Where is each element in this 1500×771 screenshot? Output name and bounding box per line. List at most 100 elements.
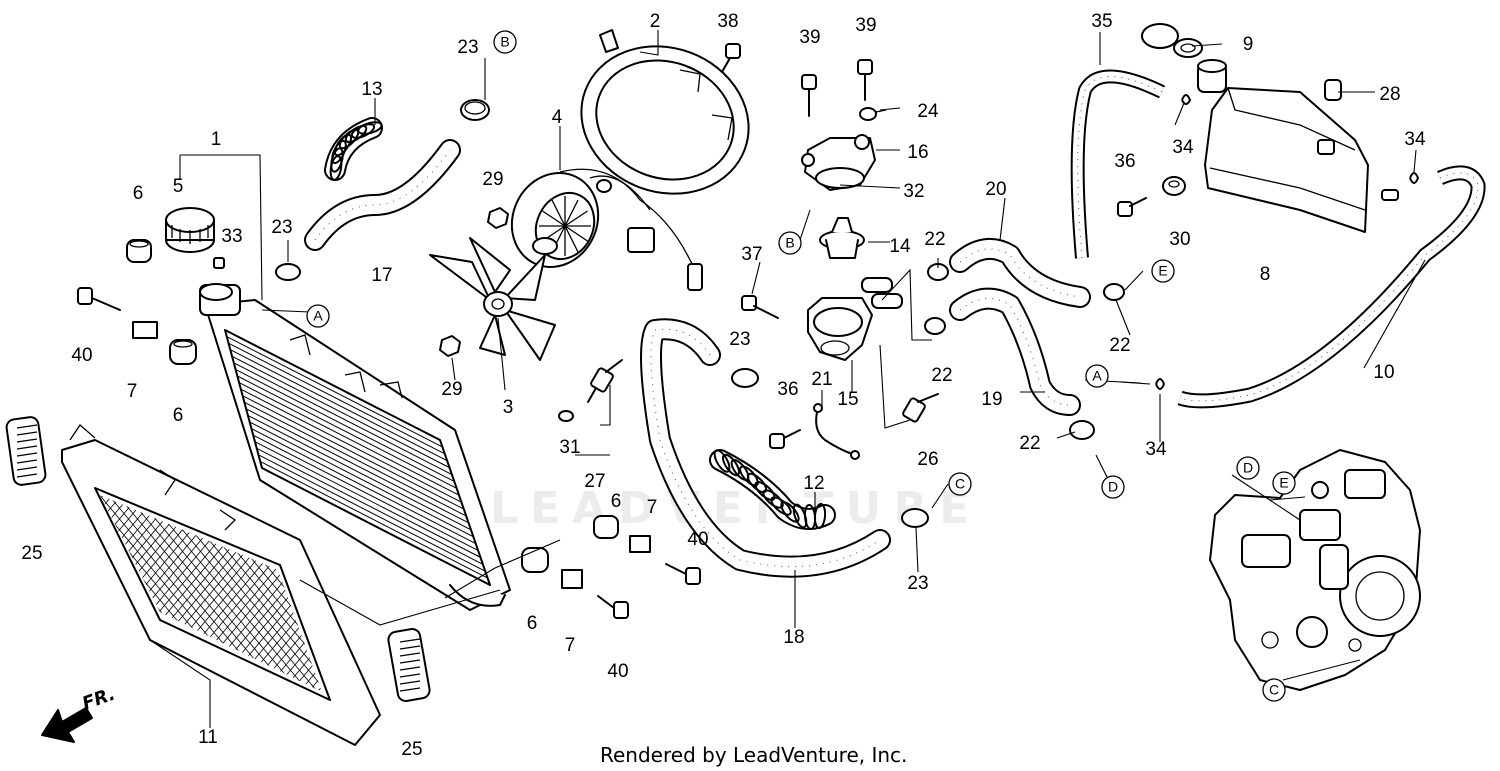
leader-line-25 [451,357,456,381]
ref-letter: E [1158,263,1167,279]
ref-marker-e: E [1151,259,1175,283]
ref-letter: C [1269,682,1279,698]
callout-13: 13 [361,79,382,100]
ref-letter: C [955,476,965,492]
callout-30: 30 [1169,229,1190,250]
leader-line-4 [1191,43,1223,47]
leader-line-1 [180,154,263,301]
leader-line-40 [149,639,211,728]
callout-24: 24 [917,101,939,122]
leader-line-41 [299,579,501,626]
ref-letter: D [1108,479,1118,495]
grommet-6-d [521,547,549,573]
callout-35: 35 [1091,11,1112,32]
clip-34-c [1155,378,1166,390]
callout-7: 7 [565,635,576,656]
hose-13 [324,117,383,181]
clamp-22-d [1069,420,1095,440]
callout-22: 22 [931,365,952,386]
leader-lines [149,30,1426,728]
clamp-22-c [1103,283,1125,301]
leader-line-9 [879,107,901,111]
clamp-23-d [901,508,929,528]
leader-line-19 [1174,102,1185,126]
leader-line-3 [639,30,659,56]
leader-line-46 [931,483,949,509]
washer-24 [859,107,887,121]
collar-7-c [561,569,583,589]
callout-6: 6 [173,405,184,426]
grommet-25-a [5,416,47,486]
collar-7-a [132,321,158,339]
callout-27: 27 [584,471,605,492]
callout-33: 33 [221,226,242,247]
callout-11: 11 [198,727,218,748]
ref-letter: B [785,235,794,251]
clamp-23-c [731,368,759,388]
hose-35 [1070,69,1166,259]
leader-line-26 [881,268,932,341]
ref-marker-d: D [1236,456,1260,480]
engine-silhouette [1209,449,1421,691]
watermark: LEADVENTURE [490,483,981,534]
leader-line-45 [1282,659,1361,681]
bolt-40-a [77,287,121,311]
callout-8: 8 [1260,264,1271,285]
callout-19: 19 [981,389,1002,410]
leader-line-20 [1413,149,1417,173]
callout-25: 25 [401,739,422,760]
callout-17: 17 [371,265,392,286]
callout-40: 40 [71,345,92,366]
callout-16: 16 [907,142,928,163]
leader-line-17 [261,309,311,313]
callout-36: 36 [777,379,798,400]
leader-line-24 [497,317,506,391]
reserve-tank-8 [1197,59,1399,233]
bolt-39-a [801,74,817,117]
clip-34-b [1409,172,1420,184]
tank-cap-9 [1141,23,1203,58]
callout-23: 23 [907,573,928,594]
leader-line-42 [444,539,561,599]
hose-19 [949,287,1081,416]
callout-4: 4 [552,107,563,128]
ref-letter: A [313,308,323,324]
callout-6: 6 [527,613,538,634]
leader-line-47 [1124,270,1144,291]
hose-12 [709,449,836,530]
bolt-37 [741,295,779,319]
thermostat-14 [819,217,865,259]
front-arrow-icon [41,707,93,743]
leader-line-33 [1115,299,1131,336]
ref-marker-a: A [1085,364,1109,388]
footer-credit: Rendered by LeadVenture, Inc. [600,743,907,767]
grommet-30 [1162,176,1186,196]
callout-25: 25 [21,543,42,564]
callout-6: 6 [611,491,622,512]
leader-line-12 [839,184,901,189]
ref-marker-b: B [493,30,517,54]
front-marker: FR. [80,684,119,715]
callout-38: 38 [717,11,738,32]
radiator-cap-5 [165,207,215,253]
callout-6: 6 [133,183,144,204]
callout-10: 10 [1373,362,1394,383]
callout-28: 28 [1379,84,1400,105]
leader-line-38 [915,527,919,573]
leader-line-35 [1363,259,1426,369]
wire-21 [813,403,860,460]
leader-line-31 [1056,431,1076,439]
grommet-6-a [126,239,152,263]
callout-40: 40 [687,529,708,550]
fan-shroud-2 [580,29,750,195]
grommet-25-b [387,628,431,702]
fan-motor-4 [510,168,703,291]
ref-marker-b: B [778,231,802,255]
callout-18: 18 [783,627,804,648]
bolt-36-a [1117,197,1147,217]
callout-34: 34 [1404,129,1426,150]
callout-21: 21 [811,369,832,390]
ref-marker-a: A [306,304,330,328]
